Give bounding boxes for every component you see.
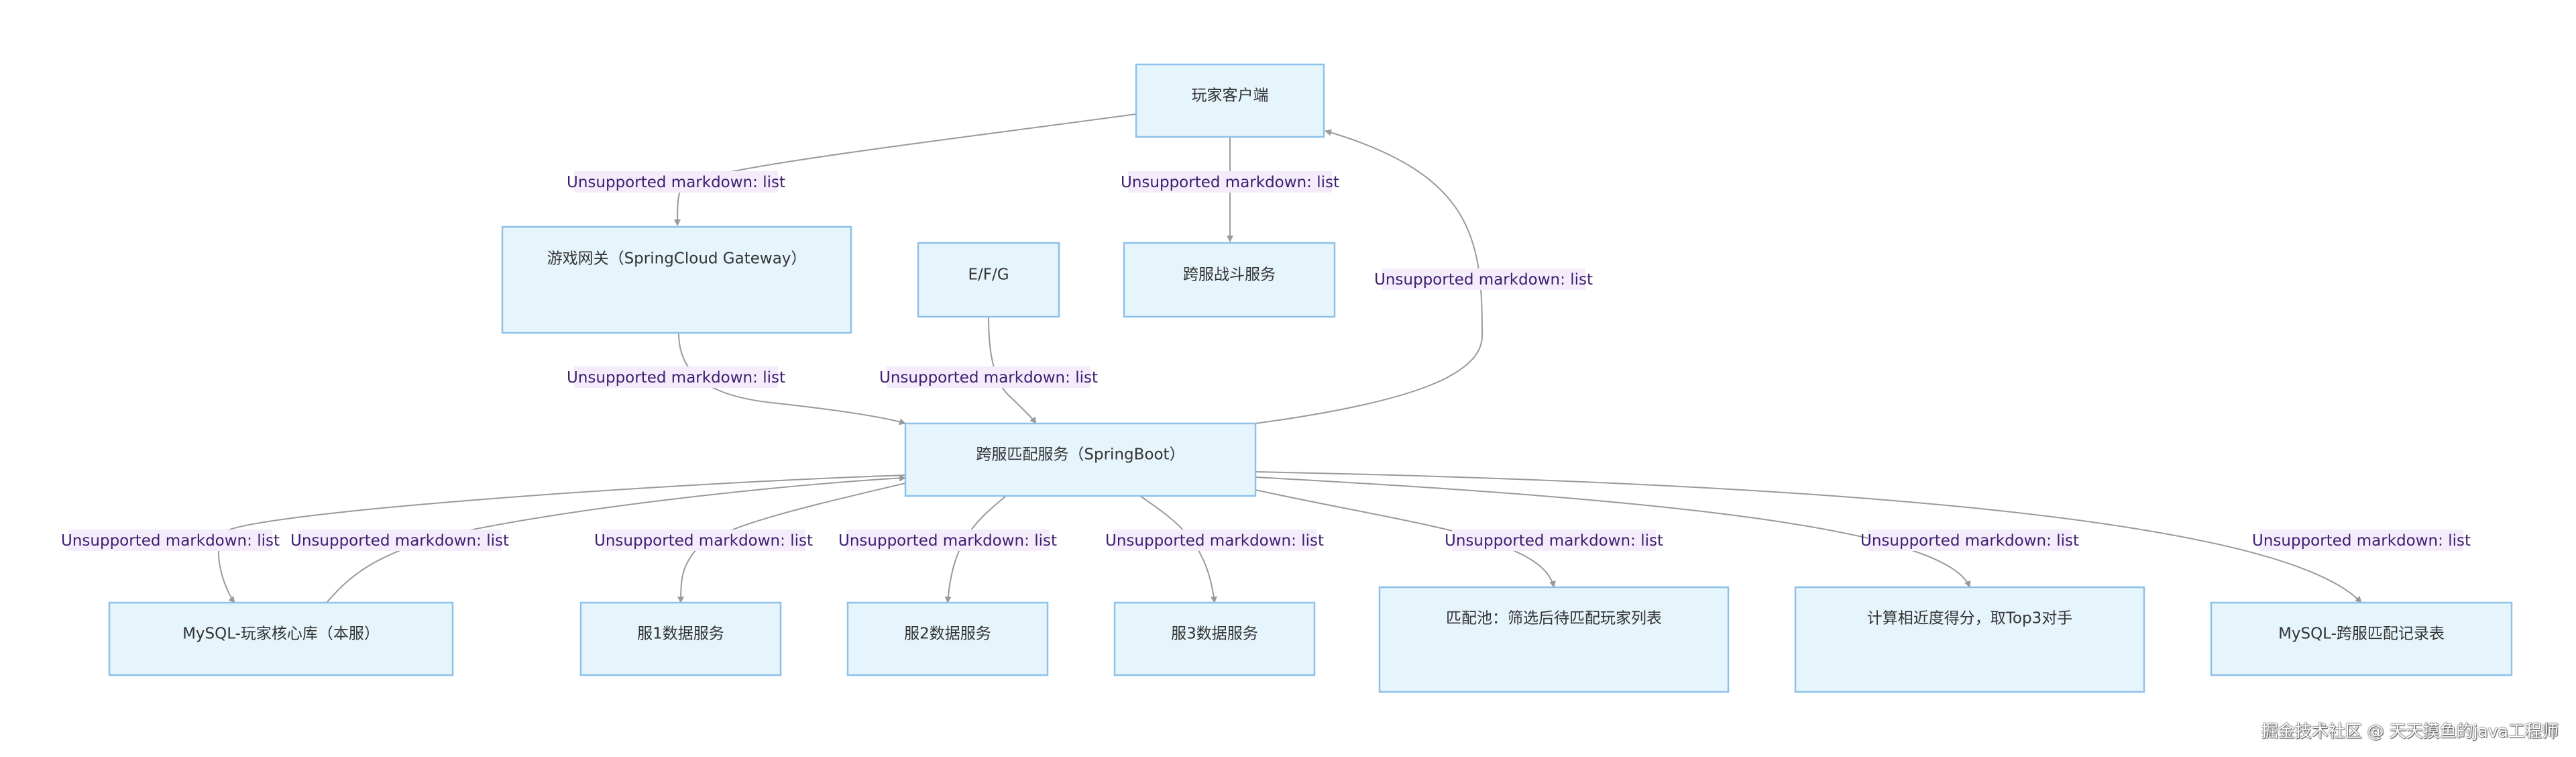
edge-label-text: Unsupported markdown: list [879, 369, 1098, 387]
node-box [1123, 242, 1336, 318]
edge-label-background [298, 529, 502, 551]
edge-label-match-to-s1: Unsupported markdown: list [594, 529, 813, 551]
node-box [1135, 63, 1325, 138]
node-box [579, 601, 782, 676]
edge-label-text: Unsupported markdown: list [567, 174, 785, 191]
node-label: 服1数据服务 [637, 625, 724, 643]
node-gateway: 游戏网关（SpringCloud Gateway） [501, 225, 852, 334]
edge-client-to-gateway [674, 113, 1137, 226]
node-label: MySQL-玩家核心库（本服） [182, 625, 380, 643]
node-box [917, 242, 1060, 318]
edge-label-text: Unsupported markdown: list [290, 532, 509, 550]
edge-mysql_core-to-match [326, 474, 906, 603]
edge-label-background [1868, 529, 2072, 551]
edge-match-to-calc [1255, 476, 1971, 588]
edge-label-text: Unsupported markdown: list [1374, 271, 1593, 289]
edge-label-background [602, 529, 805, 551]
node-label: 玩家客户端 [1192, 87, 1269, 105]
node-box [1378, 586, 1730, 693]
edge-label-background [574, 171, 778, 193]
node-label: 跨服匹配服务（SpringBoot） [976, 446, 1184, 464]
edge-label-gateway-to-match: Unsupported markdown: list [567, 366, 785, 388]
edge-label-text: Unsupported markdown: list [2252, 532, 2471, 550]
edge-label-background [574, 366, 778, 388]
edge-label-match-to-s3: Unsupported markdown: list [1105, 529, 1324, 551]
edge-label-efg-to-match: Unsupported markdown: list [879, 366, 1098, 388]
node-label: 计算相近度得分，取Top3对手 [1867, 610, 2072, 627]
node-s3: 服3数据服务 [1113, 601, 1316, 676]
edge-efg-to-match [988, 316, 1037, 424]
edge-label-match-to-mysql_core: Unsupported markdown: list [61, 529, 280, 551]
edge-label-text: Unsupported markdown: list [1860, 532, 2079, 550]
edge-label-match-to-pool: Unsupported markdown: list [1445, 529, 1663, 551]
edge-label-text: Unsupported markdown: list [61, 532, 280, 550]
edge-label-background [1382, 268, 1585, 290]
node-mysql-record: MySQL-跨服匹配记录表 [2210, 601, 2513, 676]
edge-match-to-client [1255, 129, 1483, 424]
edge-label-match-to-client: Unsupported markdown: list [1374, 268, 1593, 290]
edge-label-match-to-mysql_record: Unsupported markdown: list [2252, 529, 2471, 551]
node-label: 服2数据服务 [904, 625, 991, 643]
node-label: 游戏网关（SpringCloud Gateway） [547, 250, 807, 268]
edge-label-background [1113, 529, 1317, 551]
node-label: 服3数据服务 [1171, 625, 1258, 643]
node-box [1794, 586, 2145, 693]
edge-label-background [846, 529, 1050, 551]
node-box [1113, 601, 1316, 676]
edge-label-background [2259, 529, 2463, 551]
edge-label-mysql_core-to-match: Unsupported markdown: list [290, 529, 509, 551]
edge-label-match-to-s2: Unsupported markdown: list [838, 529, 1057, 551]
edge-label-background [1128, 171, 1332, 193]
edge-label-text: Unsupported markdown: list [594, 532, 813, 550]
watermark: 掘金技术社区 @ 天天摸鱼的java工程师 [2261, 721, 2559, 741]
edge-label-text: Unsupported markdown: list [1445, 532, 1663, 550]
edge-label-background [887, 366, 1090, 388]
node-battle: 跨服战斗服务 [1123, 242, 1336, 318]
edge-label-client-to-gateway: Unsupported markdown: list [567, 171, 785, 193]
edge-label-background [1452, 529, 1656, 551]
edge-match-to-mysql_core [217, 474, 906, 603]
node-label: 跨服战斗服务 [1183, 266, 1276, 284]
node-box [904, 422, 1257, 497]
node-label: E/F/G [968, 266, 1009, 284]
node-pool: 匹配池：筛选后待匹配玩家列表 [1378, 586, 1730, 693]
node-label: 匹配池：筛选后待匹配玩家列表 [1446, 610, 1662, 627]
node-box [501, 225, 852, 334]
edge-label-background [68, 529, 272, 551]
edge-label-text: Unsupported markdown: list [1105, 532, 1324, 550]
edge-label-text: Unsupported markdown: list [1121, 174, 1339, 191]
node-mysql-core: MySQL-玩家核心库（本服） [108, 601, 454, 676]
node-s2: 服2数据服务 [846, 601, 1049, 676]
node-calc: 计算相近度得分，取Top3对手 [1794, 586, 2145, 693]
node-efg: E/F/G [917, 242, 1060, 318]
node-label: MySQL-跨服匹配记录表 [2278, 625, 2445, 643]
edge-label-text: Unsupported markdown: list [838, 532, 1057, 550]
node-box [2210, 601, 2513, 676]
node-s1: 服1数据服务 [579, 601, 782, 676]
edge-label-match-to-calc: Unsupported markdown: list [1860, 529, 2079, 551]
edge-match-to-mysql_record [1255, 471, 2362, 603]
node-match: 跨服匹配服务（SpringBoot） [904, 422, 1257, 497]
edge-label-text: Unsupported markdown: list [567, 369, 785, 387]
node-client: 玩家客户端 [1135, 63, 1325, 138]
node-box [846, 601, 1049, 676]
node-box [108, 601, 454, 676]
edge-label-client-to-battle: Unsupported markdown: list [1121, 171, 1339, 193]
